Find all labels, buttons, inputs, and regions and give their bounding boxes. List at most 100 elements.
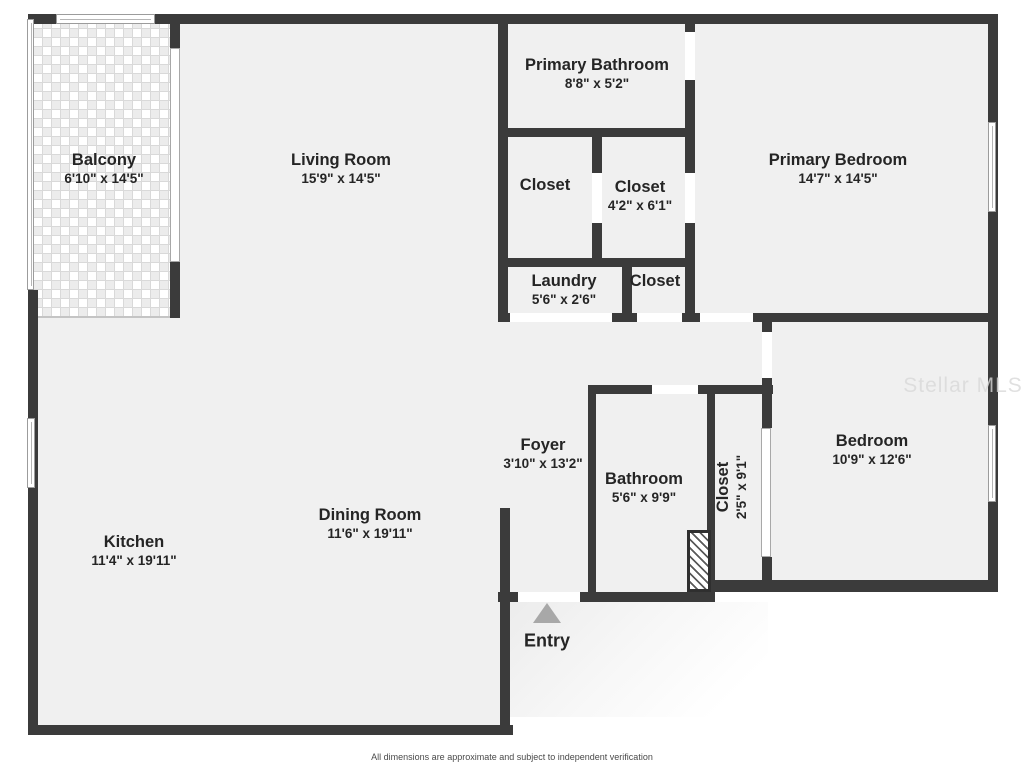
room-name: Closet — [614, 178, 666, 197]
room-dims: 8'8" x 5'2" — [564, 75, 630, 91]
wall-segment — [170, 262, 180, 318]
floor-hall-closet — [715, 318, 767, 580]
room-label-foyer: Foyer 3'10" x 13'2" — [503, 436, 582, 472]
wall-segment — [762, 378, 772, 428]
room-label-kitchen: Kitchen 11'4" x 19'11" — [91, 533, 176, 569]
wall-segment — [685, 223, 695, 322]
wall-segment — [498, 313, 510, 322]
floor-foyer-bathroom — [503, 318, 715, 601]
balcony-kitchen-threshold — [38, 316, 170, 318]
wall-segment — [500, 508, 510, 735]
room-label-bathroom: Bathroom 5'6" x 9'9" — [605, 470, 683, 506]
room-dims: 3'10" x 13'2" — [503, 455, 583, 471]
room-dims: 5'6" x 2'6" — [531, 291, 597, 307]
floor-kitchen-dining — [33, 318, 508, 730]
wall-segment — [707, 385, 715, 602]
room-name: Balcony — [71, 151, 137, 170]
window — [27, 19, 34, 290]
wall-segment — [698, 385, 715, 394]
wall-segment — [498, 592, 518, 602]
entry-label: Entry — [523, 630, 571, 651]
floor-upper-band — [33, 19, 988, 322]
room-label-bedroom: Bedroom 10'9" x 12'6" — [832, 432, 911, 468]
room-name: Primary Bathroom — [525, 56, 669, 75]
wall-segment — [622, 267, 632, 313]
wall-segment — [170, 23, 180, 48]
door-opening — [685, 32, 695, 80]
wall-segment — [988, 14, 998, 592]
window — [56, 14, 155, 24]
room-label-primary-bathroom: Primary Bathroom 8'8" x 5'2" — [525, 56, 669, 92]
room-dims: 14'7" x 14'5" — [798, 170, 878, 186]
wall-segment — [762, 322, 772, 332]
room-dims: 11'6" x 19'11" — [327, 525, 413, 541]
wall-segment — [685, 24, 695, 32]
wall-segment — [753, 313, 998, 322]
room-label-closet-3: Closet — [630, 272, 680, 292]
wall-segment — [498, 14, 508, 322]
wall-segment — [503, 258, 695, 267]
room-dims: 11'4" x 19'11" — [91, 552, 177, 568]
room-dims: 4'2" x 6'1" — [607, 197, 673, 213]
door-opening — [510, 313, 612, 322]
room-dims: 6'10" x 14'5" — [64, 170, 144, 186]
room-name: Closet — [714, 461, 733, 513]
dimensions-disclaimer: All dimensions are approximate and subje… — [371, 752, 653, 762]
stellar-mls-watermark: Stellar MLS — [903, 374, 1023, 397]
wall-segment — [588, 385, 652, 394]
room-name: Foyer — [520, 436, 566, 455]
entry-arrow-icon — [533, 603, 561, 623]
door-opening — [637, 313, 682, 322]
wall-segment — [682, 313, 700, 322]
room-label-closet-2: Closet 4'2" x 6'1" — [608, 178, 672, 214]
room-name: Closet — [629, 272, 681, 291]
floor-bedroom — [767, 318, 988, 585]
wall-segment — [503, 128, 695, 137]
door-opening — [652, 385, 698, 394]
room-label-living-room: Living Room 15'9" x 14'5" — [291, 151, 391, 187]
room-name: Bathroom — [605, 470, 683, 489]
wall-segment — [580, 592, 596, 602]
window — [988, 122, 996, 212]
room-label-laundry: Laundry 5'6" x 2'6" — [531, 272, 596, 308]
room-name: Bedroom — [835, 432, 909, 451]
wall-segment — [707, 580, 998, 592]
room-name: Closet — [519, 176, 571, 195]
wall-segment — [612, 313, 637, 322]
room-label-balcony: Balcony 6'10" x 14'5" — [64, 151, 143, 187]
wall-segment — [28, 14, 998, 24]
door-opening — [518, 592, 580, 602]
wall-segment — [588, 592, 715, 602]
room-label-primary-bedroom: Primary Bedroom 14'7" x 14'5" — [769, 151, 907, 187]
room-name: Kitchen — [103, 533, 165, 552]
wall-segment — [28, 290, 38, 735]
wall-segment — [588, 385, 596, 602]
balcony-tile-floor — [33, 19, 173, 318]
door-opening — [762, 332, 772, 378]
room-dims: 5'6" x 9'9" — [611, 489, 677, 505]
window — [27, 418, 35, 488]
room-dims: 10'9" x 12'6" — [832, 451, 912, 467]
wall-segment — [762, 557, 772, 590]
room-name: Primary Bedroom — [768, 151, 908, 170]
room-dims: 2'5" x 9'1" — [733, 454, 749, 520]
door-opening — [700, 313, 753, 322]
room-label-closet-1: Closet — [520, 176, 570, 196]
wall-segment — [592, 223, 602, 258]
wall-segment — [592, 137, 602, 173]
room-label-closet-4: Closet 2'5" x 9'1" — [714, 455, 750, 519]
wall-segment — [685, 80, 695, 173]
hatched-chase-box — [687, 530, 711, 592]
door-opening — [685, 173, 695, 223]
room-name: Dining Room — [318, 506, 422, 525]
door-opening — [592, 173, 602, 223]
room-dims: 15'9" x 14'5" — [301, 170, 381, 186]
room-name: Laundry — [531, 272, 597, 291]
room-label-dining-room: Dining Room 11'6" x 19'11" — [319, 506, 422, 542]
sliding-door — [761, 428, 771, 557]
room-name: Living Room — [291, 151, 391, 170]
wall-segment — [28, 725, 513, 735]
window — [988, 425, 996, 502]
sliding-door — [170, 48, 180, 262]
